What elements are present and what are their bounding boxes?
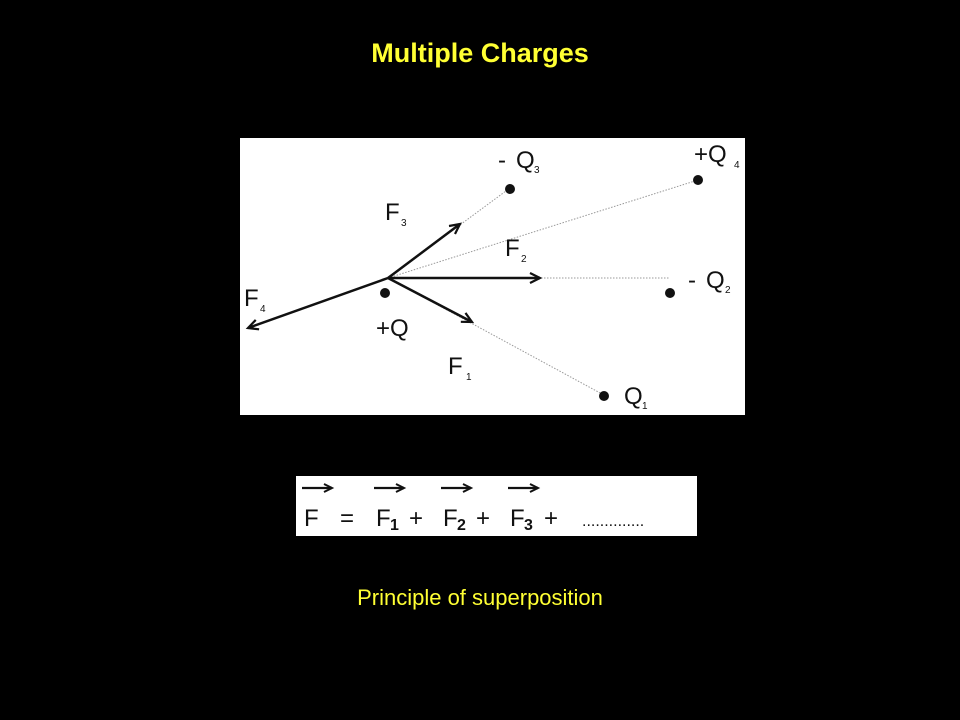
charge-q4-sub: 4 xyxy=(734,160,740,171)
charge-q3-label: Q xyxy=(516,147,535,174)
force-f2-label: F xyxy=(505,235,520,262)
charge-q4-label: +Q xyxy=(694,141,727,168)
line-to-q4 xyxy=(387,179,699,279)
charge-center-dot xyxy=(380,288,390,298)
charge-q3-sign: - xyxy=(498,147,506,174)
force-f1-sub: 1 xyxy=(466,372,472,383)
charge-q1-label: Q xyxy=(624,383,643,410)
equation-term-3: F xyxy=(510,505,525,532)
charge-q2-sign: - xyxy=(688,267,696,294)
charge-center-label: +Q xyxy=(376,315,409,342)
charge-q2-label: Q xyxy=(706,267,725,294)
superposition-caption: Principle of superposition xyxy=(357,585,603,610)
equation-graphic: F = F 1 + F 2 + F 3 + .............. xyxy=(302,483,644,534)
equation-term-3-sub: 3 xyxy=(524,517,533,534)
force-f4-arrow xyxy=(245,276,389,331)
equation-term-1: F xyxy=(376,505,391,532)
force-f2-sub: 2 xyxy=(521,254,527,265)
force-f3-label: F xyxy=(385,199,400,226)
equation-ellipsis: .............. xyxy=(582,513,644,530)
charge-q2-dot xyxy=(665,288,675,298)
charge-q2-sub: 2 xyxy=(725,285,731,296)
charges-diagram: +Q - Q 3 +Q 4 - Q 2 - Q 1 F 3 F 2 F 1 F … xyxy=(240,138,745,415)
force-f1-arrow xyxy=(387,276,475,324)
force-f4-label: F xyxy=(244,285,259,312)
equation-plus-2: + xyxy=(476,505,490,532)
equation-term-2: F xyxy=(443,505,458,532)
charge-q3-sub: 3 xyxy=(534,165,540,176)
charge-q1-dot xyxy=(599,391,609,401)
equation-term-1-sub: 1 xyxy=(390,517,399,534)
charge-q4-dot xyxy=(693,175,703,185)
force-f4-sub: 4 xyxy=(260,304,266,315)
charge-q1-sub: 1 xyxy=(642,401,648,412)
force-f3-arrow xyxy=(387,222,462,279)
charge-q1-sign: - xyxy=(600,383,608,410)
force-f1-label: F xyxy=(448,353,463,380)
equation-lhs: F xyxy=(304,505,319,532)
force-f3-sub: 3 xyxy=(401,218,407,229)
force-vector-diagram: +Q - Q 3 +Q 4 - Q 2 - Q 1 F 3 F 2 F 1 F … xyxy=(244,141,740,412)
charge-q3-dot xyxy=(505,184,515,194)
equation-plus-3: + xyxy=(544,505,558,532)
superposition-equation: F = F 1 + F 2 + F 3 + .............. xyxy=(296,476,697,536)
equation-equals: = xyxy=(340,505,354,532)
equation-term-2-sub: 2 xyxy=(457,517,466,534)
slide-title: Multiple Charges xyxy=(371,38,589,68)
equation-plus-1: + xyxy=(409,505,423,532)
